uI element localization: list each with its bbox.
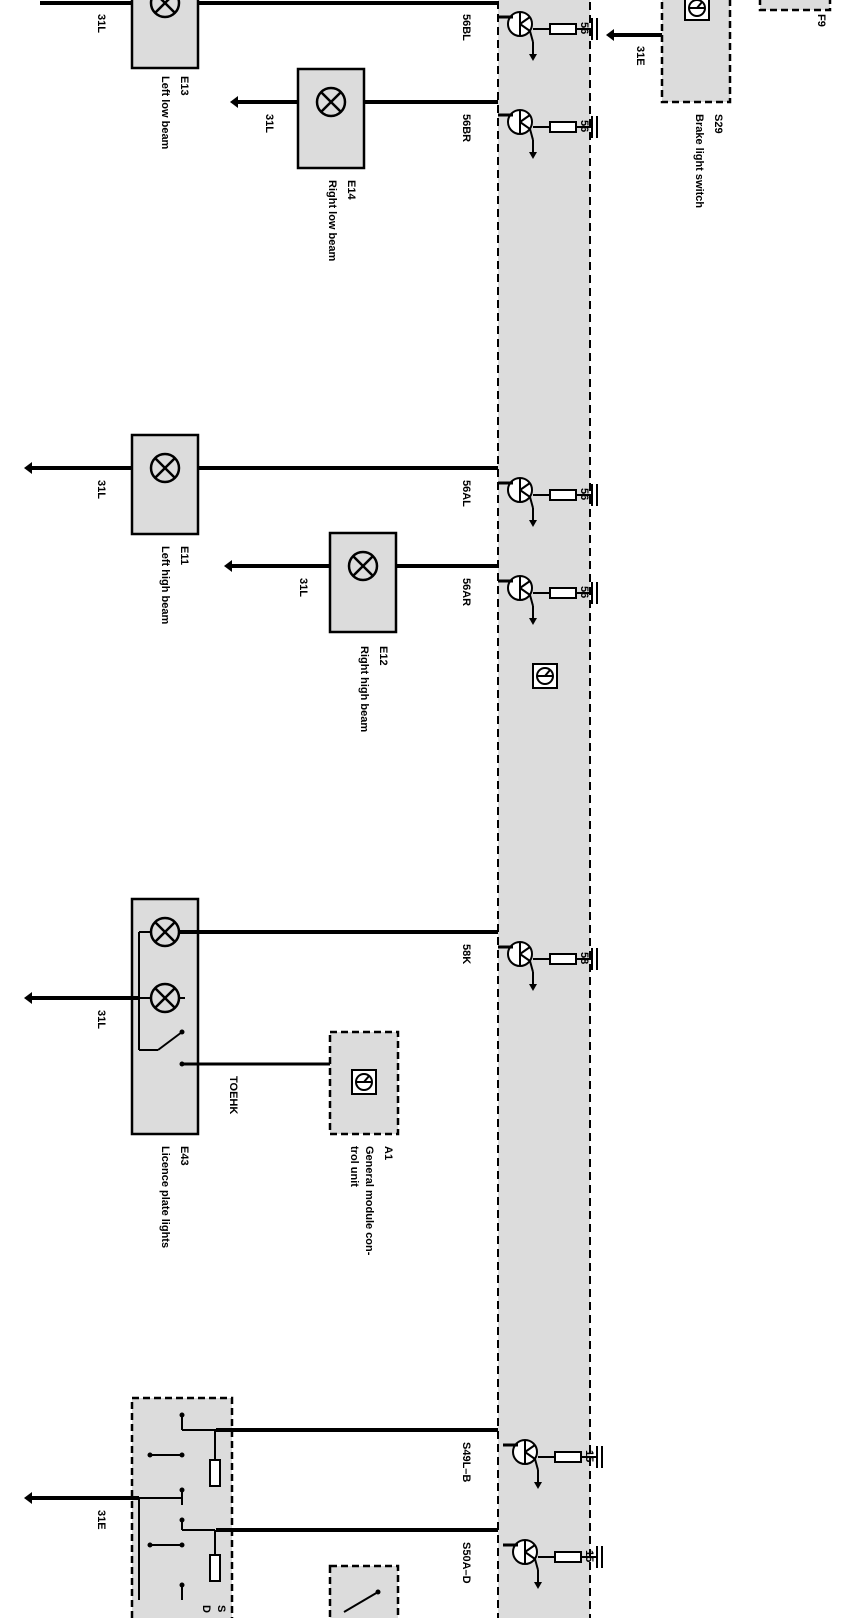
e14-ground-label: 31L [263, 114, 275, 133]
e43-lamp-1-icon [149, 916, 181, 948]
switch-s-dot-8 [179, 1582, 185, 1588]
component-e12: 31L E12 Right high beam 56AR 56 [224, 531, 599, 732]
e43-switch-dot-1 [179, 1029, 185, 1035]
e13-pin: 56 [578, 22, 590, 34]
a1-box [328, 1030, 400, 1136]
component-a1: A1 General module con- trol unit [328, 1030, 400, 1256]
switch-s-dot-3 [179, 1452, 185, 1458]
e12-ground-icon [224, 560, 232, 572]
switch-s-resistor-2 [209, 1554, 221, 1582]
component-e11: 31L E11 Left high beam 56AL 56 [24, 433, 599, 624]
e13-signal-label: 56BL [460, 14, 472, 41]
e11-signal-label: 56AL [460, 480, 472, 507]
e14-signal-label: 56BR [460, 114, 472, 142]
component-f9: F9 [758, 0, 832, 27]
f9-code: F9 [815, 14, 827, 27]
component-bottom-partial [328, 1564, 400, 1618]
e11-ground-label: 31L [95, 480, 107, 499]
e43-name: Licence plate lights [159, 1146, 171, 1248]
e11-pin: 56 [578, 488, 590, 500]
s29-switch-icon [684, 0, 710, 21]
switch-s-pin-a: 15 [583, 1450, 595, 1462]
e43-extra-label: TOEHK [227, 1076, 239, 1114]
e14-name: Right low beam [326, 180, 338, 262]
module-symbol-icon [532, 663, 558, 689]
e14-lamp-icon [315, 86, 347, 118]
e12-lamp-icon [347, 550, 379, 582]
e13-code: E13 [178, 76, 190, 96]
bottom-partial-switch-lever [343, 1591, 379, 1613]
e11-ground-icon [24, 462, 32, 474]
e12-name: Right high beam [358, 646, 370, 732]
component-switch-s: 31E S49L–B S50A–D 15 15 S D [24, 1396, 604, 1618]
switch-s-dot-2 [147, 1452, 153, 1458]
e12-code: E12 [377, 646, 389, 666]
e11-lamp-icon [149, 452, 181, 484]
switch-s-ground-label: 31E [95, 1510, 107, 1530]
e14-pin: 56 [578, 120, 590, 132]
switch-s-dot-7 [179, 1542, 185, 1548]
e12-ground-label: 31L [297, 578, 309, 597]
switch-s-partial-code: S [215, 1605, 227, 1612]
s29-code: S29 [712, 114, 724, 134]
a1-code: A1 [382, 1146, 394, 1160]
switch-s-ground-icon [24, 1492, 32, 1504]
e12-pin: 56 [578, 586, 590, 598]
s29-ground-label: 31E [634, 46, 646, 66]
a1-name-line1: General module con- [363, 1146, 375, 1256]
e13-lamp-icon [149, 0, 181, 19]
e14-box [296, 67, 366, 170]
e43-switch-lever [157, 1031, 183, 1051]
e12-signal-label: 56AR [460, 578, 472, 606]
f9-box [758, 0, 832, 12]
e11-name: Left high beam [159, 546, 171, 624]
e43-pin: 58 [578, 952, 590, 964]
switch-s-resistor-1 [209, 1459, 221, 1487]
e13-name: Left low beam [159, 76, 171, 150]
e43-lamp-2-icon [149, 982, 181, 1014]
e11-box [130, 433, 200, 536]
s29-ground-icon [606, 29, 614, 41]
a1-name-line2: trol unit [348, 1146, 360, 1187]
a1-module-icon [351, 1069, 377, 1095]
e43-ground-label: 31L [95, 1010, 107, 1029]
s29-name: Brake light switch [693, 114, 705, 208]
switch-s-dot-5 [179, 1517, 185, 1523]
switch-s-dot-1 [179, 1412, 185, 1418]
e43-ground-icon [24, 992, 32, 1004]
component-e14: 31L E14 Right low beam 56BR 56 [230, 67, 599, 262]
switch-s-dot-6 [147, 1542, 153, 1548]
e14-code: E14 [345, 180, 357, 200]
component-s29: 31E S29 Brake light switch [606, 0, 732, 208]
switch-s-pin-b: 15 [583, 1550, 595, 1562]
e43-signal-label: 58K [460, 944, 472, 964]
switch-s-signal-b-label: S50A–D [460, 1542, 472, 1584]
e43-code: E43 [178, 1146, 190, 1166]
e13-ground-label: 31L [95, 14, 107, 33]
bottom-partial-switch-dot [375, 1589, 381, 1595]
component-e13: 31L E13 Left low beam 56BL 56 [40, 0, 599, 150]
control-module-band [497, 0, 591, 1618]
switch-s-partial-line: D [200, 1605, 212, 1613]
e14-ground-icon [230, 96, 238, 108]
switch-s-dot-4 [179, 1487, 185, 1493]
e11-code: E11 [178, 546, 190, 565]
switch-s-signal-a-label: S49L–B [460, 1442, 472, 1482]
e12-box [328, 531, 398, 634]
bottom-partial-box [328, 1564, 400, 1618]
component-e43: 31L TOEHK E43 Licence plate lights 58K 5… [24, 897, 599, 1248]
